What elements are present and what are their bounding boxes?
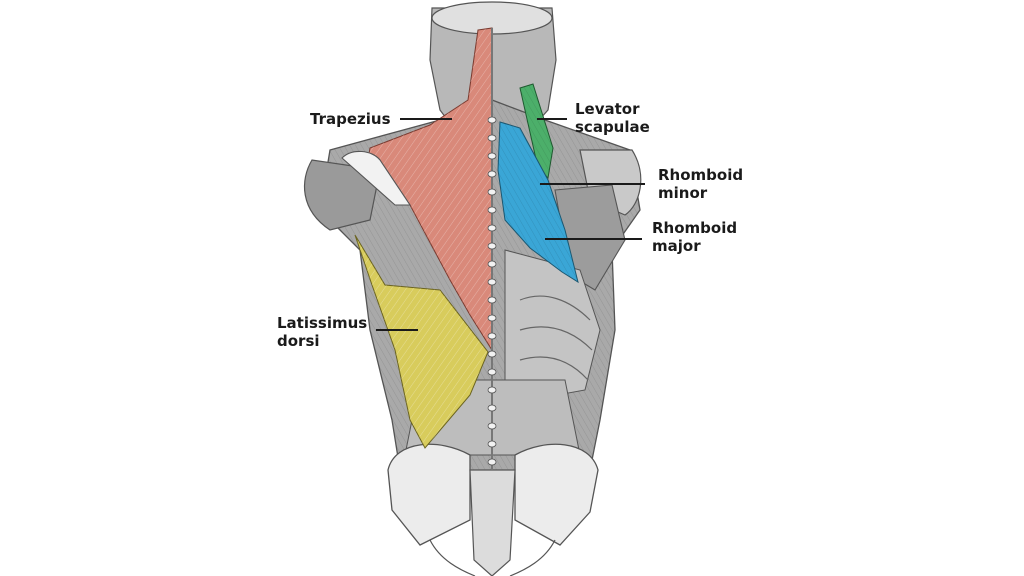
right-iliac-crest: [514, 443, 599, 546]
label-rhomboid-minor: Rhomboid minor: [658, 166, 743, 202]
label-trapezius: Trapezius: [310, 110, 391, 128]
label-trapezius-text: Trapezius: [310, 110, 391, 128]
left-acromion: [341, 150, 412, 206]
label-rhomboid-minor-line1: Rhomboid: [658, 166, 744, 184]
label-rhomboid-major: Rhomboid major: [652, 219, 737, 255]
label-levator-line1: Levator: [575, 100, 640, 118]
label-levator-scapulae: Levator scapulae: [575, 100, 650, 136]
rhomboid-major-leader: [545, 238, 642, 240]
label-rhomboid-major-line2: major: [652, 237, 701, 255]
levator-scapulae-leader: [537, 118, 567, 120]
spine-vertebrae: [487, 116, 497, 466]
left-iliac-crest: [387, 443, 471, 546]
rhomboid-minor-leader: [540, 183, 645, 185]
trapezius-leader: [400, 118, 452, 120]
label-rhomboid-minor-line2: minor: [658, 184, 708, 202]
label-latissimus-dorsi: Latissimus dorsi: [277, 314, 367, 350]
sacrum: [469, 469, 516, 576]
label-rhomboid-major-line1: Rhomboid: [652, 219, 738, 237]
label-levator-line2: scapulae: [575, 118, 650, 136]
label-latissimus-line2: dorsi: [277, 332, 320, 350]
label-latissimus-line1: Latissimus: [277, 314, 368, 332]
latissimus-dorsi-leader: [376, 329, 418, 331]
left-deltoid: [303, 159, 381, 231]
